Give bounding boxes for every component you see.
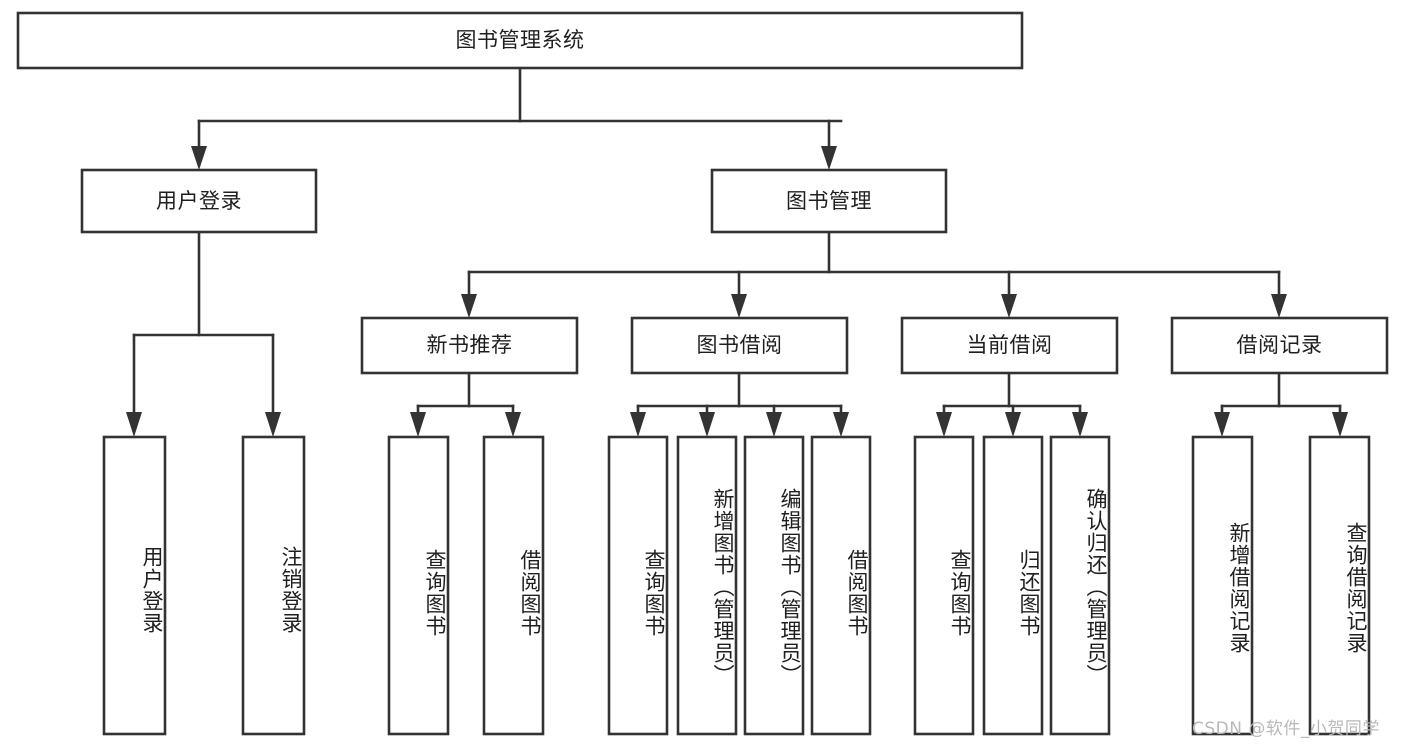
node-box-leaf-query-record[interactable]: [1308, 435, 1371, 736]
node-box-leaf-query-book-2[interactable]: [607, 435, 669, 736]
node-box-leaf-borrow-book-2[interactable]: [810, 435, 872, 736]
node-box-leaf-add-record[interactable]: [1191, 435, 1254, 736]
node-box-new-book-rec[interactable]: [360, 316, 579, 375]
edge-user-login-to-leaves: [126, 230, 281, 437]
node-box-leaf-query-book-3[interactable]: [913, 435, 975, 736]
node-box-root[interactable]: [16, 11, 1024, 70]
node-box-book-borrow[interactable]: [630, 316, 849, 375]
edge-book-borrow-to-leaves: [630, 371, 849, 437]
edge-root-to-level1: [191, 66, 843, 170]
node-box-current-borrow[interactable]: [900, 316, 1119, 375]
node-box-leaf-return-book[interactable]: [982, 435, 1044, 736]
node-box-borrow-record[interactable]: [1170, 316, 1389, 375]
node-box-leaf-logout[interactable]: [241, 435, 306, 736]
node-box-user-login[interactable]: [80, 168, 318, 234]
edge-new-book-rec-to-leaves: [410, 371, 521, 437]
node-box-book-manage[interactable]: [710, 168, 948, 234]
edge-current-borrow-to-leaves: [936, 371, 1088, 437]
edge-book-manage-to-level2: [461, 230, 1287, 318]
node-box-leaf-confirm-return[interactable]: [1049, 435, 1111, 736]
edge-borrow-record-to-leaves: [1214, 371, 1348, 437]
node-box-leaf-add-book[interactable]: [676, 435, 738, 736]
node-box-leaf-user-login[interactable]: [102, 435, 167, 736]
node-box-leaf-edit-book[interactable]: [743, 435, 805, 736]
node-box-leaf-borrow-book-1[interactable]: [482, 435, 545, 736]
node-box-leaf-query-book-1[interactable]: [387, 435, 450, 736]
